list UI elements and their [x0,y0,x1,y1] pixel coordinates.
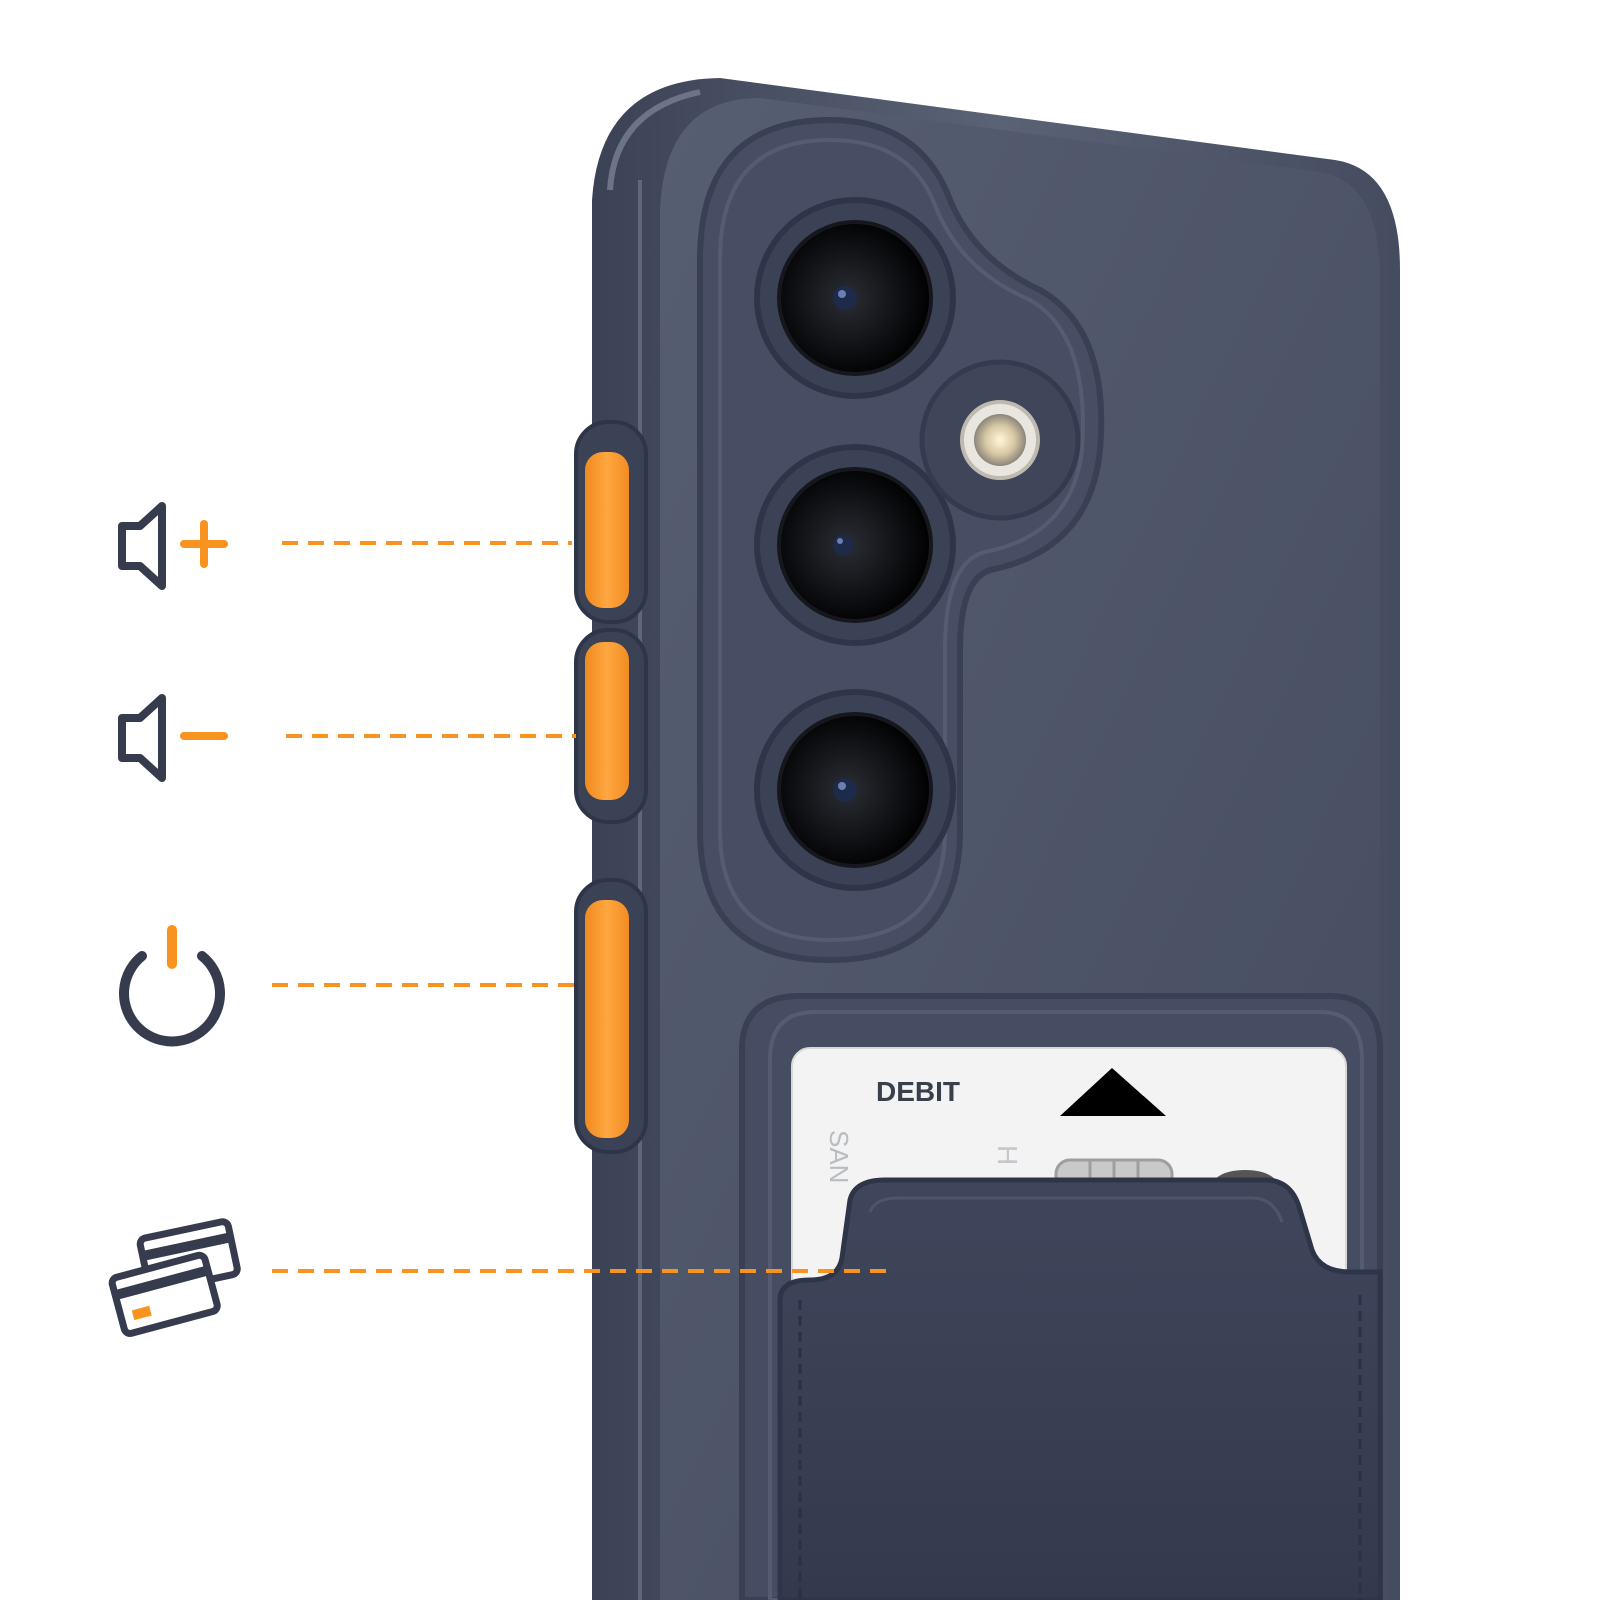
power-button [585,900,629,1138]
card-partial-text-1: SAN [824,1130,854,1183]
card-label: DEBIT [876,1076,960,1107]
card-slot-icon [108,1218,241,1337]
camera-flash [919,359,1081,521]
volume-up-icon [118,502,228,590]
camera-lens-2 [754,444,956,646]
volume-down-icon [118,694,228,782]
card-partial-text-2: H [992,1145,1023,1165]
camera-lens-3 [754,689,956,891]
volume-down-button [585,642,629,800]
card-pocket-flap [777,1177,1383,1600]
camera-lens-1 [754,197,956,399]
power-icon [119,925,225,1047]
card-arrow [1060,1068,1166,1116]
volume-up-button [585,452,629,608]
